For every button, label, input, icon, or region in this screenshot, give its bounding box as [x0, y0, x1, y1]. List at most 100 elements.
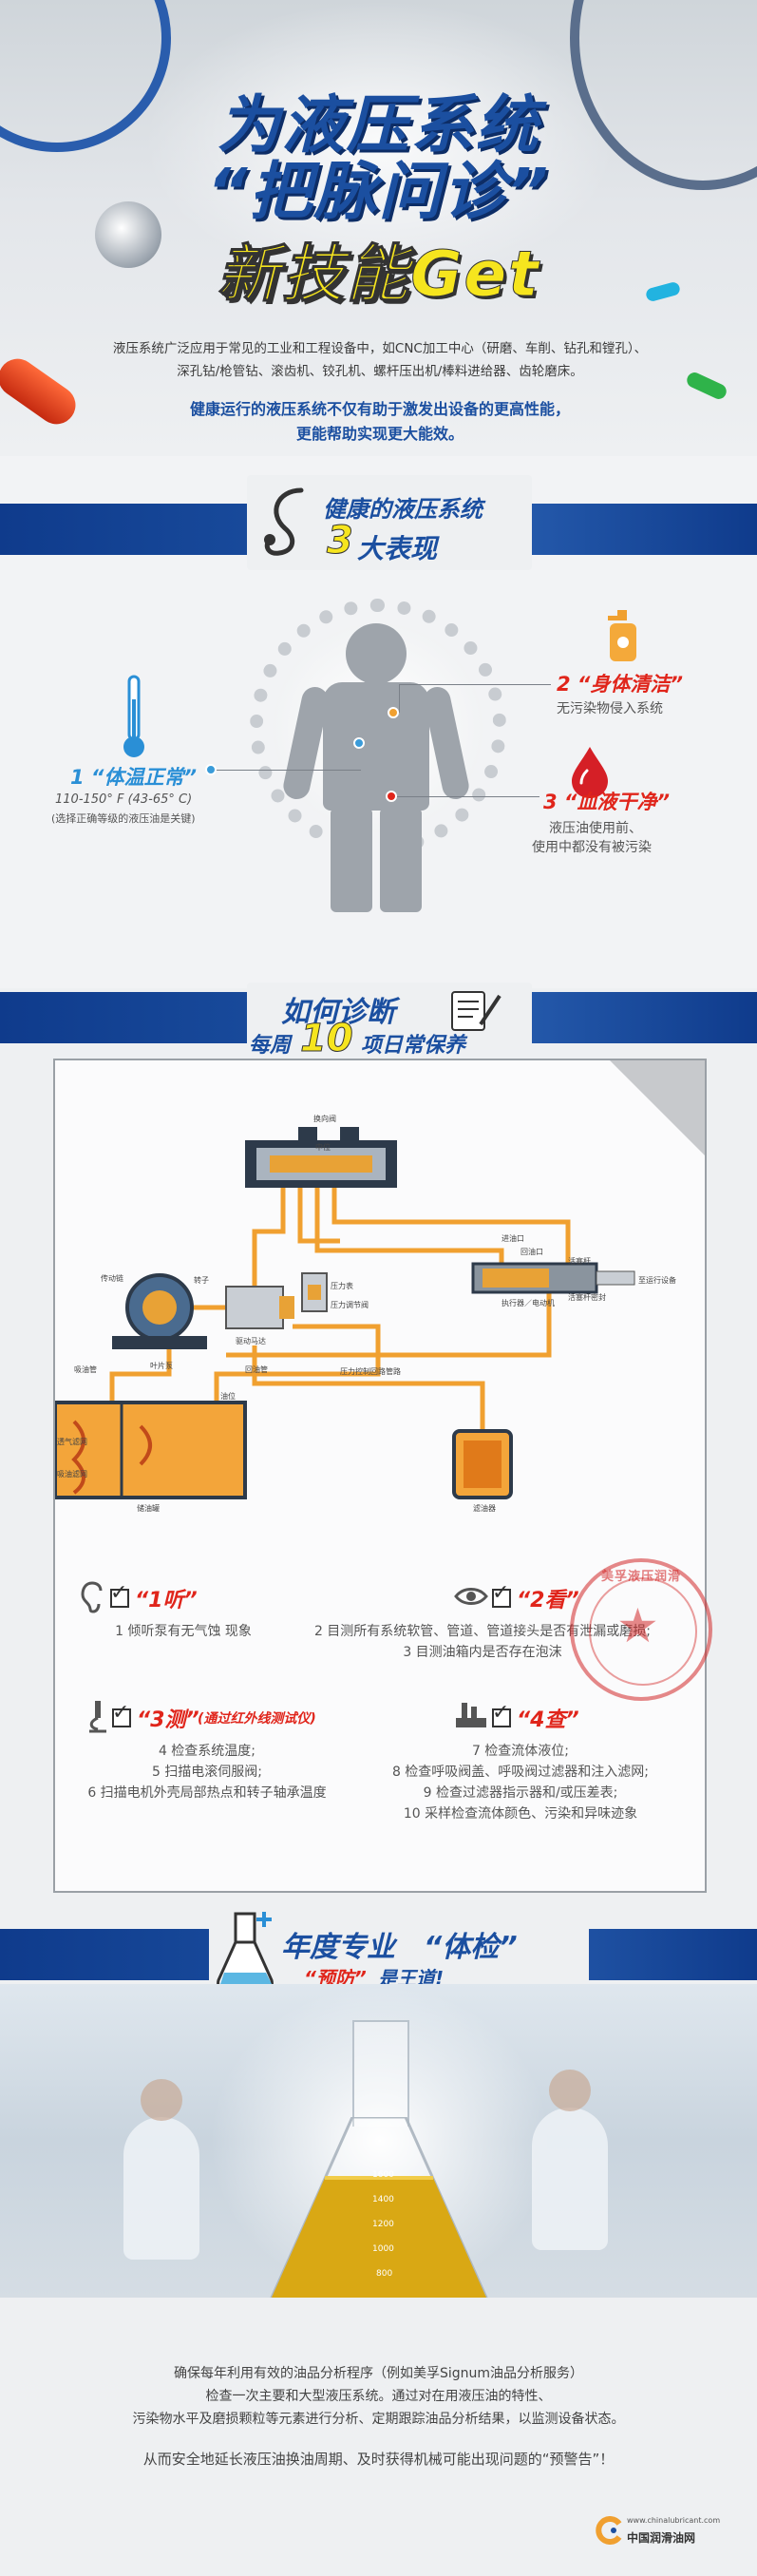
soap-bottle-icon [608, 610, 636, 661]
check-mark-look: ✓ [492, 1581, 510, 1605]
check4-item3: 9 检查过滤器指示器和/或压差表; [423, 1785, 618, 1801]
lab-worker-left-head [141, 2079, 182, 2121]
label-ext: 至运行设备 [638, 1276, 676, 1285]
diagnose-sub-pre: 每周 [249, 1034, 292, 1058]
check3-items: 4 检查系统温度; 5 扫描电滚伺服阀; 6 扫描电机外壳局部热点和转子轴承温度 [74, 1741, 340, 1803]
flask-neck [352, 2020, 409, 2127]
hero-title-line2: “把脉问诊” [206, 155, 550, 228]
footer-url: www.chinalubricant.com [627, 2516, 721, 2525]
lead-blood [397, 796, 539, 797]
body-leg-right [380, 808, 422, 912]
stamp-text: 美孚液压润滑 [600, 1570, 681, 1584]
flask-tick-4: 1000 [372, 2244, 394, 2254]
ear-icon [81, 1581, 103, 1613]
diagnose-sub-num: 10 [300, 1017, 354, 1061]
diagnose-section: 如何诊断 每周 10 项日常保养 [0, 983, 757, 1910]
label-breather: 透气滤网 [57, 1438, 87, 1446]
check3-title: “3测” [137, 1708, 199, 1732]
label-block: 中位 [315, 1143, 331, 1152]
check3-item3: 6 扫描电机外壳局部热点和转子轴承温度 [87, 1785, 327, 1801]
label-motor: 驱动马达 [236, 1337, 266, 1345]
check1-title: “1听” [135, 1589, 198, 1612]
diagnose-title: 如何诊断 [281, 996, 395, 1029]
label-port-in: 进油口 [502, 1234, 524, 1243]
check1-item1: 1 倾听泵有无气蚀 现象 [115, 1624, 252, 1639]
label-suction: 吸油管 [74, 1365, 97, 1374]
label-port-out: 回油口 [520, 1248, 543, 1256]
label-level: 油位 [220, 1392, 236, 1401]
body-head [346, 623, 407, 684]
microscope-icon [89, 1701, 106, 1733]
annual-para-line4: 从而安全地延长液压油换油周期、及时获得机械可能出现问题的“预警告”！ [142, 2451, 615, 2468]
label-rotor: 转子 [194, 1276, 209, 1285]
annual-para-line1: 确保每年利用有效的油品分析程序（例如美孚Signum油品分析服务） [173, 2366, 584, 2381]
lead-clean [399, 684, 551, 685]
label-vane: 叶片泵 [150, 1362, 173, 1370]
flask-tick-3: 1200 [372, 2220, 394, 2229]
check-box-inspect [492, 1708, 511, 1727]
check2-item2: 3 目测油箱内是否存在泡沫 [403, 1645, 562, 1660]
hero-title-line1: 为液压系统 [217, 88, 540, 162]
label-relief: 压力调节阀 [331, 1301, 369, 1309]
check4-item2: 8 检查呼吸阀盖、呼吸阀过滤器和注入滤网; [391, 1765, 650, 1780]
label-strainer: 吸油滤网 [57, 1470, 87, 1479]
item3-line2: 使用中都没有被污染 [532, 840, 652, 855]
check4-items: 7 检查流体液位; 8 检查呼吸阀盖、呼吸阀过滤器和注入滤网; 9 检查过滤器指… [359, 1741, 682, 1824]
marker-clean [388, 707, 399, 718]
label-gauge: 压力表 [331, 1282, 353, 1290]
health-title-top: 健康的液压系统 [323, 496, 483, 523]
label-cylinder: 执行器／电动机 [502, 1299, 555, 1307]
item3-line1: 液压油使用前、 [549, 821, 642, 836]
item1-line1: 110-150° F (43-65° C) [55, 792, 193, 807]
check2-items: 2 目测所有系统软管、管道、管道接头是否有泄漏或磨损; 3 目测油箱内是否存在泡… [264, 1621, 701, 1663]
item1-line2: (选择正确等级的液压油是关键) [51, 812, 196, 825]
check-box-look [492, 1589, 511, 1608]
label-piston: 活塞杆 [568, 1257, 591, 1266]
hero-title-line3: 新技能Get [217, 238, 540, 312]
hero-description: 液压系统广泛应用于常见的工业和工程设备中，如CNC加工中心（研磨、车削、钻孔和镗… [57, 337, 703, 383]
lab-photo: 1600 1400 1200 1000 800 [0, 1984, 757, 2298]
check2-item1: 2 目测所有系统软管、管道、管道接头是否有泄漏或磨损; [313, 1624, 652, 1639]
item2-line1: 无污染物侵入系统 [557, 701, 663, 716]
marker-blood [386, 791, 397, 802]
body-torso [323, 682, 429, 811]
check4-title: “4查” [517, 1708, 579, 1732]
company-stamp: 美孚液压润滑 ★ [570, 1558, 712, 1701]
annual-section: 年度专业 “体检” “预防” 是王道! 1600 1400 1200 1000 … [0, 1910, 757, 2576]
hero-emphasis: 健康运行的液压系统不仅有助于激发出设备的更高性能， 更能帮助实现更大能效。 [57, 397, 703, 447]
check3-note: (通过红外线测试仪) [198, 1711, 316, 1727]
body-leg-left [331, 808, 372, 912]
eye-icon [454, 1588, 488, 1605]
hero-em-line2: 更能帮助实现更大能效。 [295, 425, 464, 443]
label-pressure-line: 压力控制回路管路 [340, 1367, 401, 1376]
page-corner [610, 1060, 705, 1155]
hero-desc-line2: 深孔钻/枪管钻、滚齿机、铰孔机、螺杆压出机/棒料进给器、齿轮磨床。 [177, 364, 583, 379]
test-device-icon [456, 1703, 486, 1727]
health-title-bottom: 大表现 [357, 533, 438, 564]
annual-para-line2: 检查一次主要和大型液压系统。通过对在用液压油的特性、 [205, 2389, 552, 2404]
check4-item1: 7 检查流体液位; [471, 1744, 570, 1759]
hero-desc-line1: 液压系统广泛应用于常见的工业和工程设备中，如CNC加工中心（研磨、车削、钻孔和镗… [112, 341, 648, 356]
label-seal: 活塞杆密封 [568, 1293, 606, 1302]
annual-title-em: “体检” [424, 1931, 518, 1964]
flask-tick-5: 800 [376, 2269, 393, 2279]
hydraulic-diagram [55, 1127, 635, 1499]
check-mark-listen: ✓ [110, 1581, 128, 1605]
item3-title: 3 “血液干净” [543, 791, 670, 813]
check3-item2: 5 扫描电滚伺服阀; [151, 1765, 263, 1780]
oil-flask [270, 2117, 488, 2298]
hero-section: 为液压系统 “把脉问诊” 新技能Get 液压系统广泛应用于常见的工业和工程设备中… [0, 0, 757, 456]
annual-paragraph: 确保每年利用有效的油品分析程序（例如美孚Signum油品分析服务） 检查一次主要… [38, 2362, 719, 2431]
flask-tick-2: 1400 [372, 2195, 394, 2204]
check-mark-inspect: ✓ [492, 1701, 510, 1725]
lead-temp [209, 770, 361, 771]
footer-brand: 中国润滑油网 [627, 2531, 696, 2545]
stethoscope-chestpiece-icon [95, 201, 161, 268]
flask-tick-1: 1600 [372, 2170, 394, 2180]
lab-worker-left [123, 2117, 199, 2260]
stamp-star-icon: ★ [616, 1598, 659, 1653]
check-mark-measure: ✓ [112, 1701, 130, 1725]
item2-title: 2 “身体清洁” [557, 673, 683, 696]
blood-drop-icon [572, 747, 608, 798]
